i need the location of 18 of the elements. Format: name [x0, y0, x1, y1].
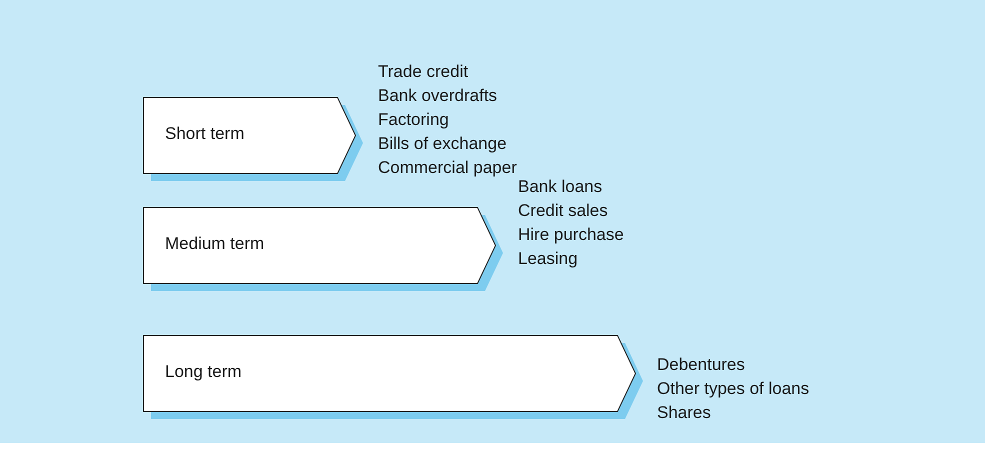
list-item: Bank overdrafts	[378, 85, 498, 107]
arrow-box	[143, 335, 643, 419]
list-item: Debentures	[657, 354, 746, 376]
list-item: Hire purchase	[518, 224, 624, 246]
term-label: Long term	[165, 362, 242, 382]
list-item: Shares	[657, 402, 712, 424]
arrow-box	[143, 207, 503, 291]
list-item: Leasing	[518, 248, 579, 270]
term-label: Short term	[165, 124, 244, 144]
list-item: Bank loans	[518, 176, 604, 198]
list-item: Commercial paper	[378, 157, 517, 179]
term-label: Medium term	[165, 234, 264, 254]
list-item: Bills of exchange	[378, 133, 508, 155]
list-item: Other types of loans	[657, 378, 810, 400]
arrow-box	[143, 97, 363, 181]
list-item: Credit sales	[518, 200, 609, 222]
list-item: Trade credit	[378, 61, 470, 83]
list-item: Factoring	[378, 109, 450, 131]
